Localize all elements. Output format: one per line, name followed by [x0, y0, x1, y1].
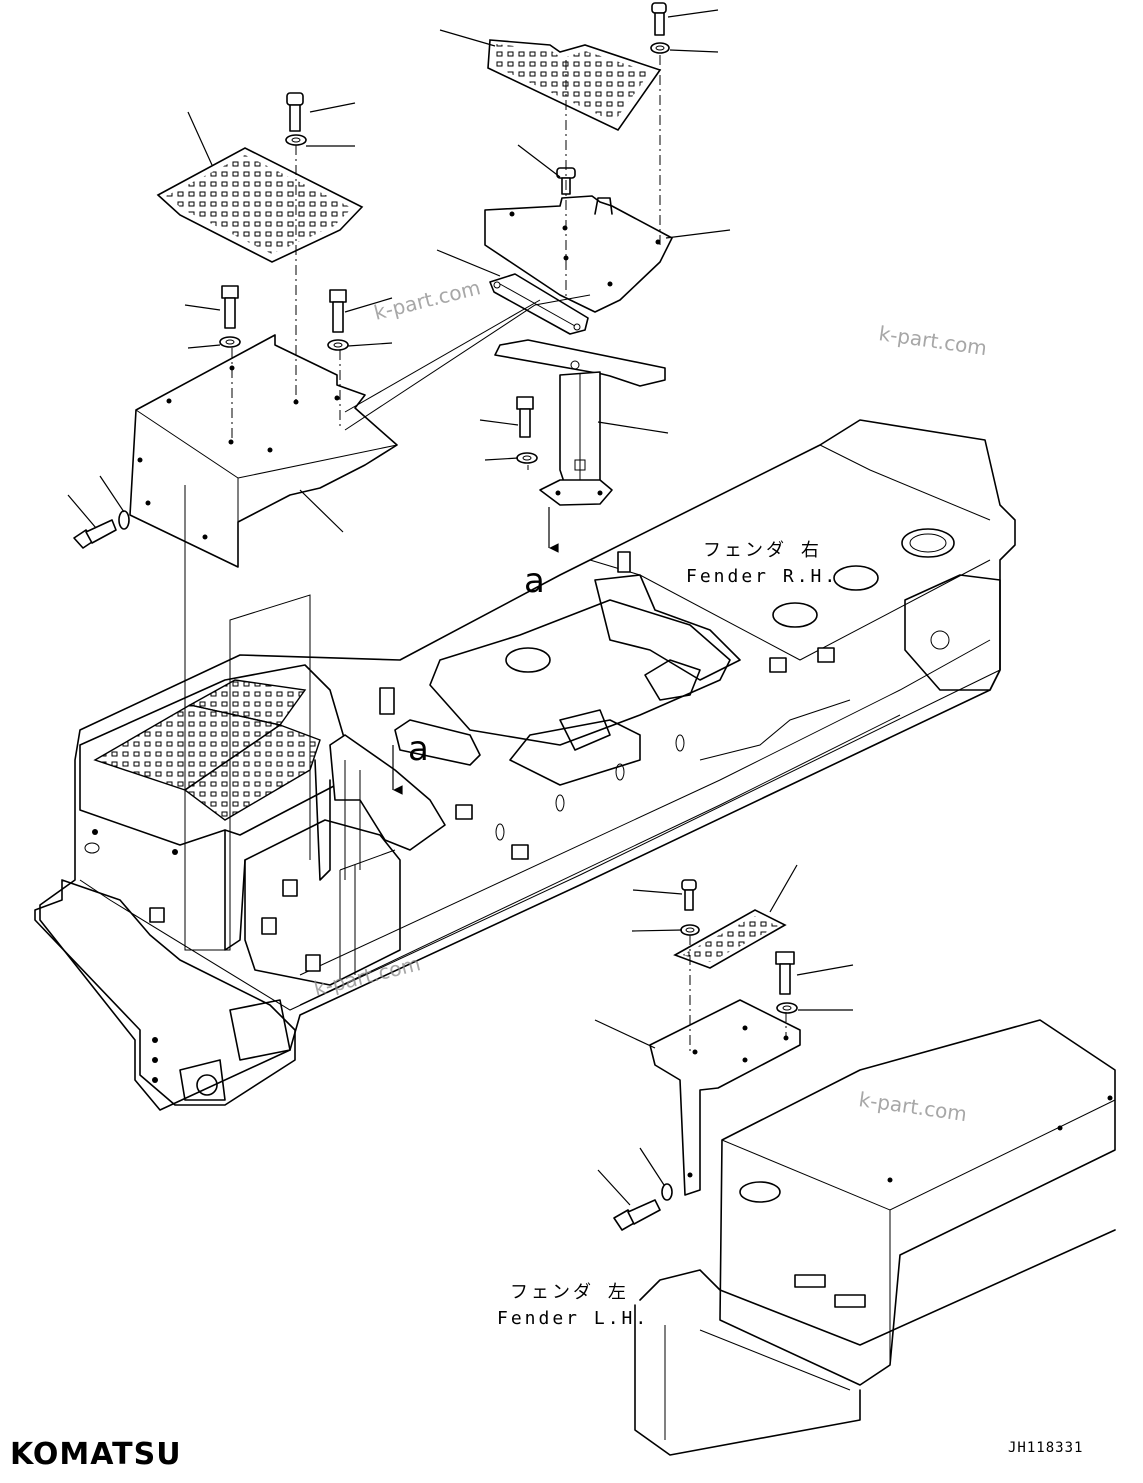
main-frame [39, 419, 1016, 1111]
right-bolts [516, 2, 670, 464]
right-perforated-plate [487, 39, 662, 132]
lower-perforated-plate [673, 909, 787, 969]
fender-lh-label-jp: フェンダ 左 [510, 1282, 629, 1303]
fender-lh-label-en: Fender L.H. [497, 1308, 649, 1329]
view-arrow-top-label: a [524, 561, 545, 601]
fender-rh-label-jp: フェンダ 右 [703, 540, 822, 561]
leader-lines [67, 9, 854, 1206]
right-stand-post [494, 339, 666, 506]
installed-bracket [329, 734, 446, 880]
watermark-1: k-part.com [371, 275, 482, 325]
lower-bracket-plate [649, 999, 801, 1196]
left-perforated-plate [156, 147, 364, 263]
fender-rh-label-en: Fender R.H. [686, 566, 838, 587]
view-arrow-top: a [524, 507, 559, 601]
left-cover-plate [129, 334, 398, 568]
view-arrow-mid: a [392, 729, 429, 795]
lower-frame-structure [634, 1019, 1116, 1456]
watermark-3: k-part.com [311, 951, 422, 1001]
view-arrow-mid-label: a [408, 729, 429, 769]
left-bolts [73, 92, 349, 549]
drawing-code: JH118331 [1008, 1440, 1083, 1456]
watermark-4: k-part.com [857, 1087, 968, 1126]
installed-step-assembly [79, 664, 356, 951]
brand-logo: KOMATSU [10, 1437, 182, 1472]
lower-bolts [613, 879, 798, 1231]
left-frame-structure [34, 819, 401, 1106]
watermark-2: k-part.com [877, 321, 988, 360]
center-lines [184, 55, 787, 1055]
right-step-plate [484, 195, 673, 313]
